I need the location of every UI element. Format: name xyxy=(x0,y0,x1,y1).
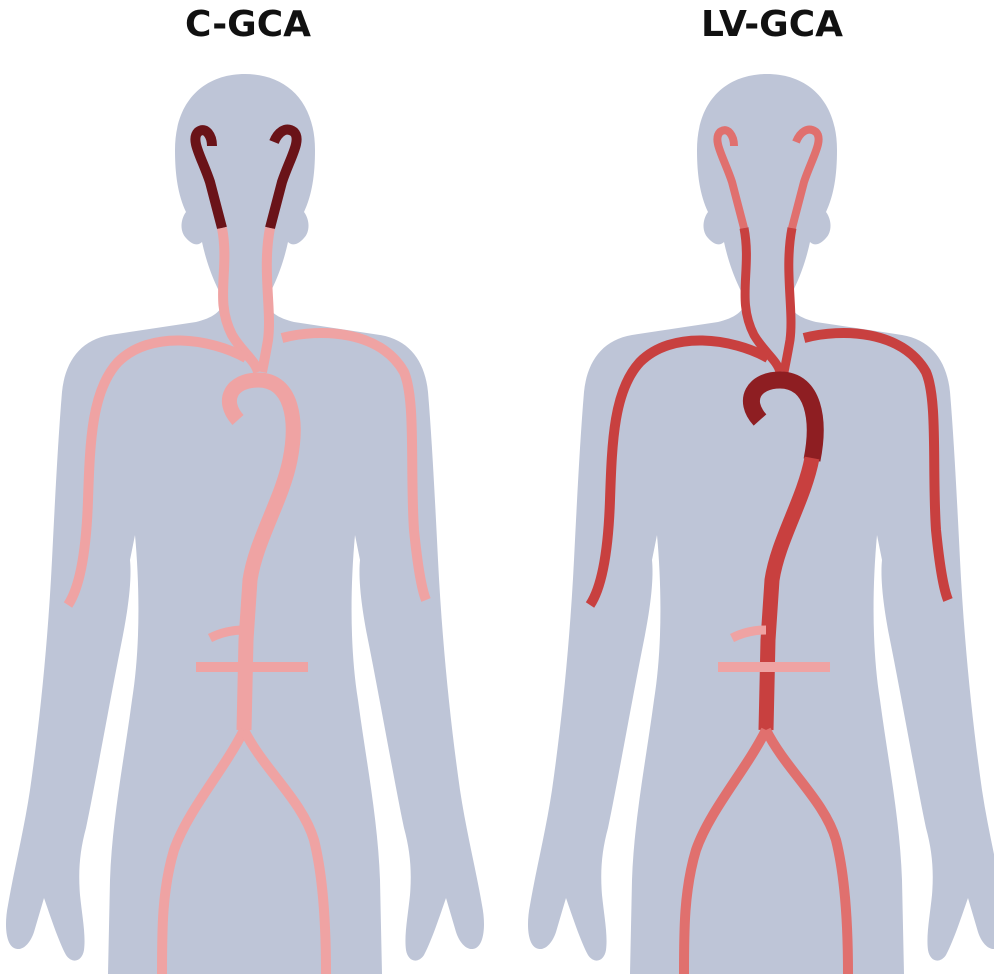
c-gca-figure xyxy=(6,74,484,974)
lv-gca-figure xyxy=(528,74,994,974)
right-carotid-artery xyxy=(262,228,270,372)
body-silhouette xyxy=(528,74,994,974)
